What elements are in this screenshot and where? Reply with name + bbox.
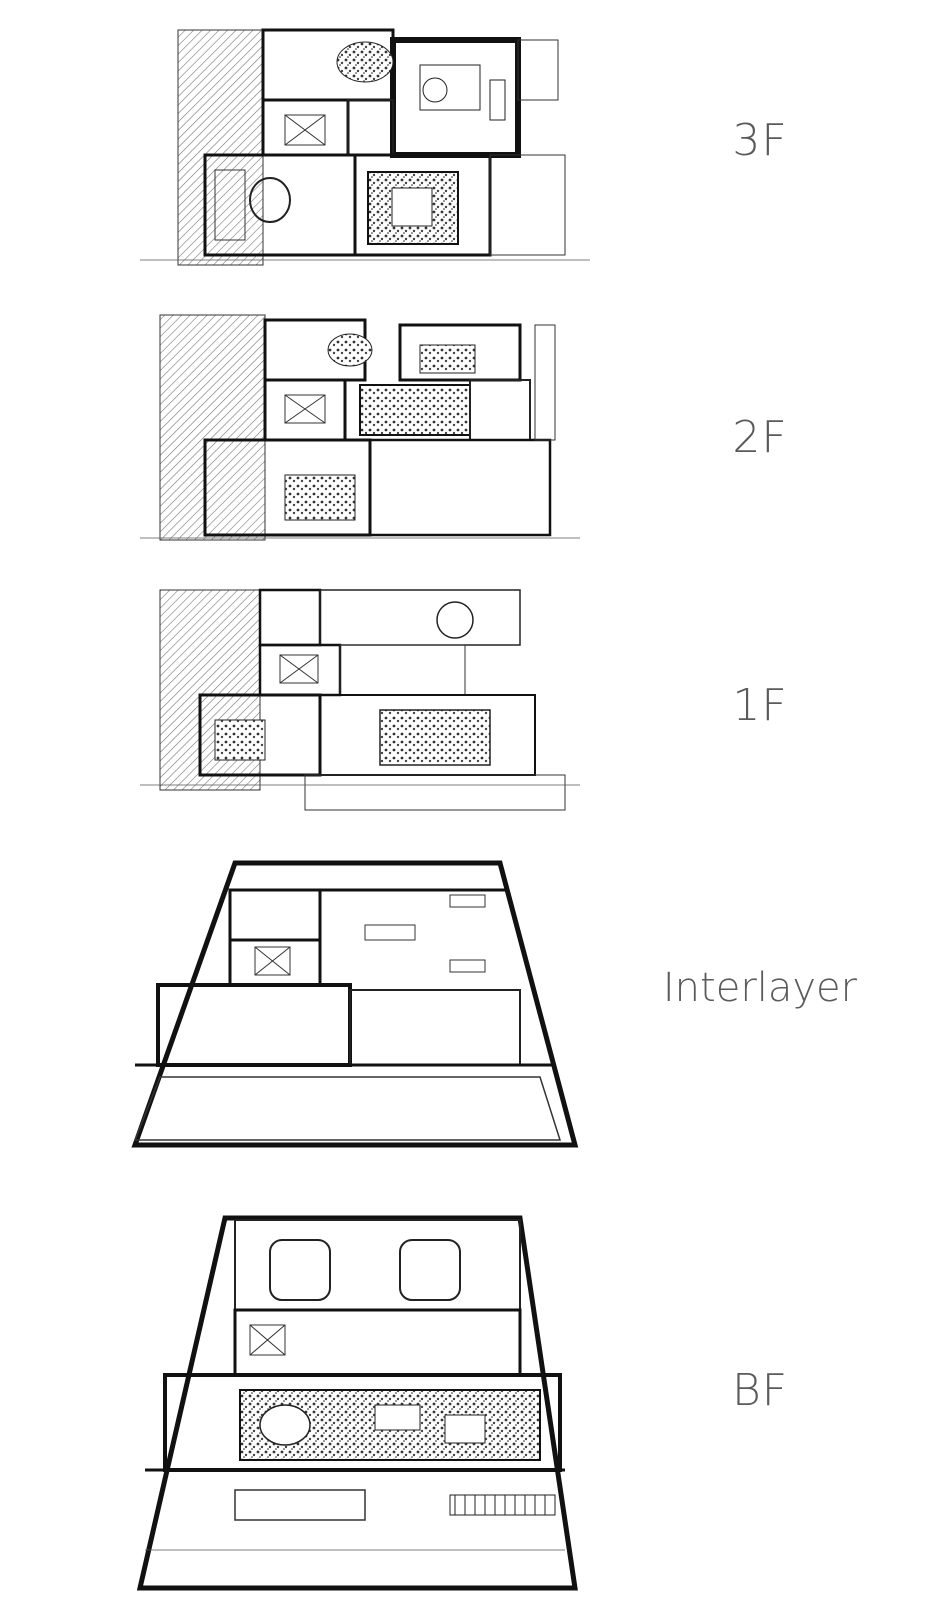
floor-label-3f: 3F [732, 115, 788, 166]
floor-label-2f: 2F [732, 412, 788, 463]
floor-label-bf: BF [731, 1365, 789, 1416]
floor-plan-interlayer-drawing [131, 860, 579, 1148]
floor-plan-interlayer [120, 855, 600, 1155]
floor-plan-2f-drawing [140, 314, 580, 541]
floor-label-interlayer: Interlayer [662, 965, 858, 1011]
floor-plan-bf [120, 1210, 600, 1595]
floor-plan-2f [120, 300, 600, 545]
floor-plan-3f [120, 10, 600, 270]
floor-label-1f: 1F [732, 680, 788, 731]
floor-plan-3f-drawing [140, 28, 590, 266]
floor-plan-1f-drawing [140, 588, 580, 811]
floor-plan-1f [120, 580, 600, 820]
floor-plan-bf-drawing [136, 1215, 578, 1591]
